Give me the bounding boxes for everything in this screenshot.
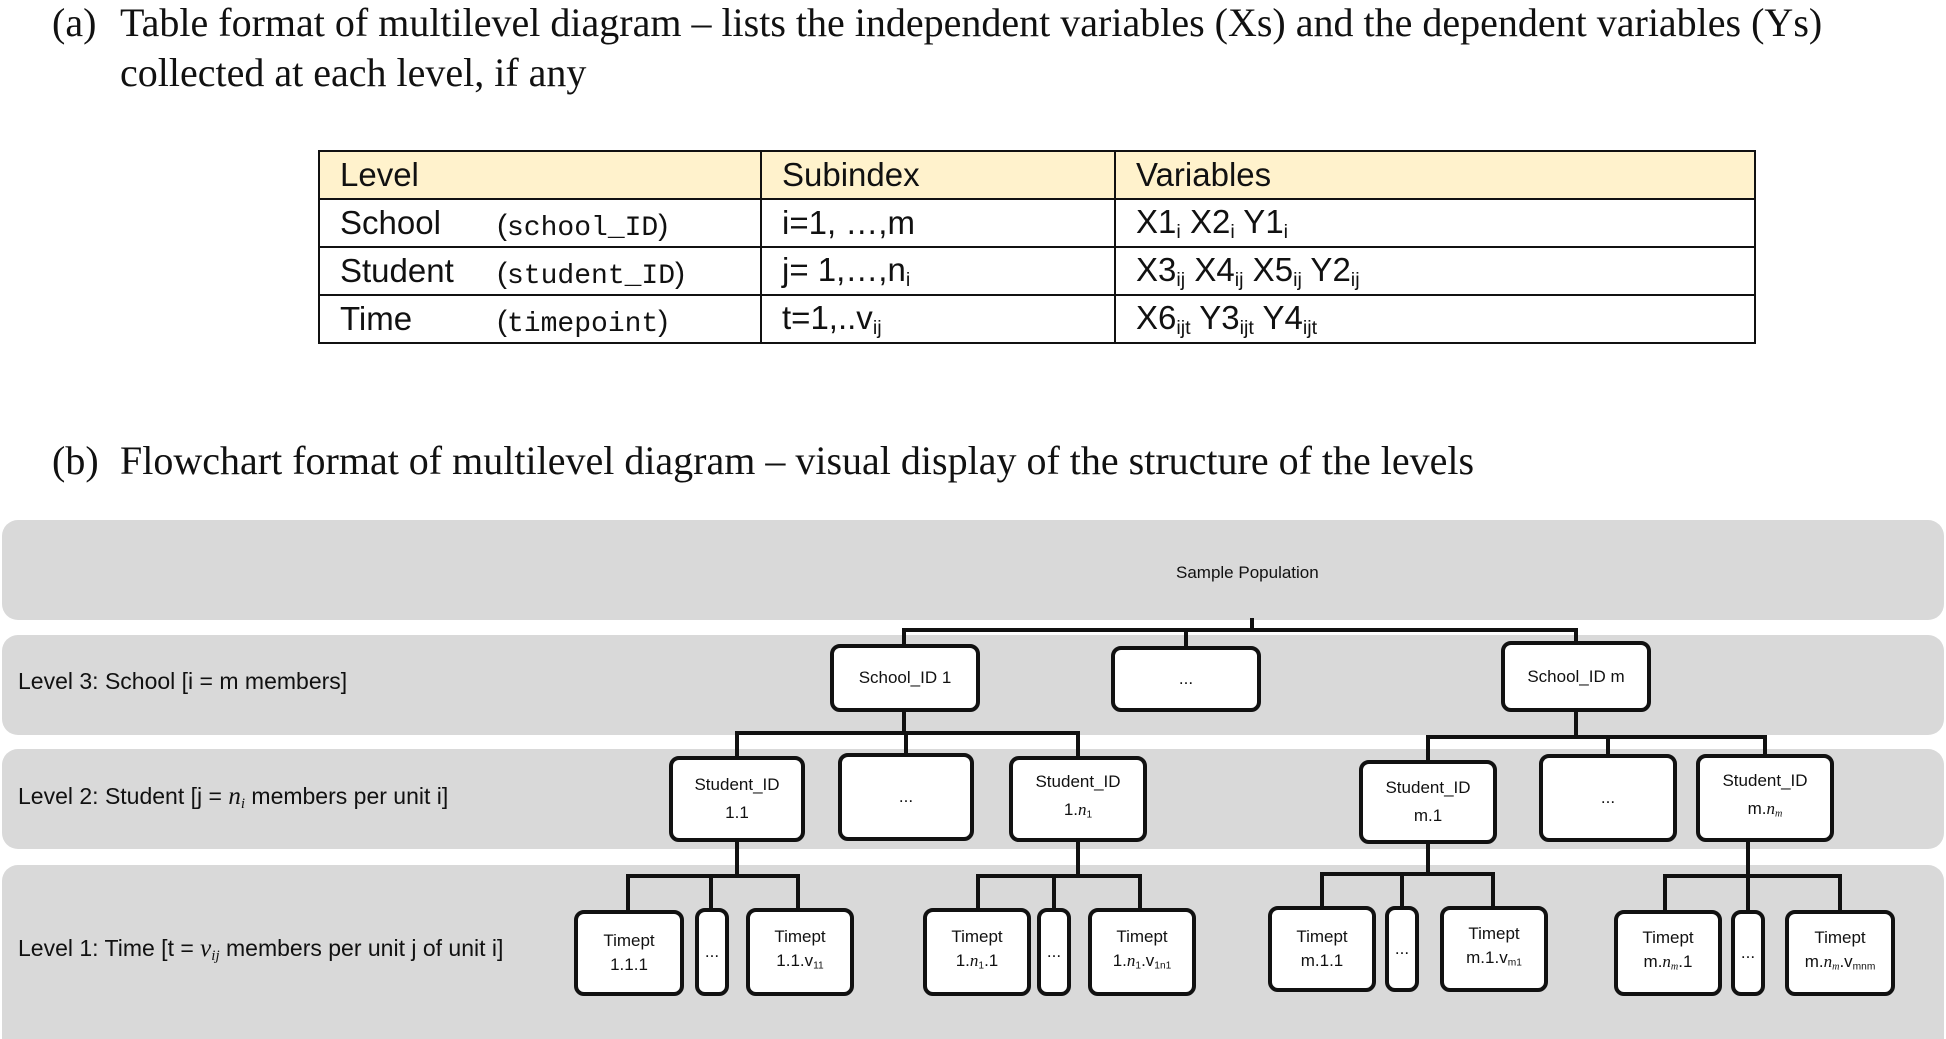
level-cell: School (school_ID) xyxy=(318,198,762,248)
student-node-ellipsis: ... xyxy=(1539,754,1677,842)
root-sample-population: Sample Population xyxy=(1176,563,1319,582)
table-row: School (school_ID) i=1, …,m X1i X2i Y1i xyxy=(318,198,1756,248)
timepoint-node-ellipsis: ... xyxy=(1731,910,1765,996)
levels-table: Level Subindex Variables School (school_… xyxy=(318,150,1756,344)
header-variables: Variables xyxy=(1114,150,1756,200)
school-node-ellipsis: ... xyxy=(1111,646,1261,712)
level-name: Time xyxy=(340,300,413,337)
band-population xyxy=(2,520,1944,620)
level-id-code: school_ID xyxy=(507,213,659,244)
section-a-label: (a) xyxy=(52,0,97,45)
section-b-text: Flowchart format of multilevel diagram –… xyxy=(120,438,1475,483)
school-node: School_ID m xyxy=(1501,641,1651,712)
header-subindex: Subindex xyxy=(760,150,1116,200)
subindex-cell: j= 1,…,ni xyxy=(760,246,1116,296)
school-node: School_ID 1 xyxy=(830,644,980,712)
table-header-row: Level Subindex Variables xyxy=(318,150,1756,200)
level-id: (student_ID) xyxy=(497,257,686,292)
variables-cell: X3ij X4ij X5ij Y2ij xyxy=(1114,246,1756,296)
student-node-ellipsis: ... xyxy=(838,753,974,841)
level-name: Student xyxy=(340,252,454,289)
timepoint-node-ellipsis: ... xyxy=(1037,908,1071,996)
variables-cell: X6ijt Y3ijt Y4ijt xyxy=(1114,294,1756,344)
level-3-label: Level 3: School [i = m members] xyxy=(18,668,348,694)
subindex-cell: i=1, …,m xyxy=(760,198,1116,248)
level-2-label: Level 2: Student [j = ni members per uni… xyxy=(18,783,449,812)
level-id: (timepoint) xyxy=(497,305,669,340)
header-level: Level xyxy=(318,150,762,200)
level-id: (school_ID) xyxy=(497,209,669,244)
timepoint-node-ellipsis: ... xyxy=(695,908,729,996)
level-id-code: student_ID xyxy=(507,261,676,292)
level-id-code: timepoint xyxy=(507,309,659,340)
level-cell: Student (student_ID) xyxy=(318,246,762,296)
section-a-text: Table format of multilevel diagram – lis… xyxy=(120,0,1823,95)
level-cell: Time (timepoint) xyxy=(318,294,762,344)
table-row: Time (timepoint) t=1,..vij X6ijt Y3ijt Y… xyxy=(318,294,1756,344)
level-1-label: Level 1: Time [t = vij members per unit … xyxy=(18,935,504,964)
variables-cell: X1i X2i Y1i xyxy=(1114,198,1756,248)
subindex-cell: t=1,..vij xyxy=(760,294,1116,344)
level-name: School xyxy=(340,204,441,241)
timepoint-node-ellipsis: ... xyxy=(1385,906,1419,992)
table-row: Student (student_ID) j= 1,…,ni X3ij X4ij… xyxy=(318,246,1756,296)
section-b-label: (b) xyxy=(52,438,99,483)
